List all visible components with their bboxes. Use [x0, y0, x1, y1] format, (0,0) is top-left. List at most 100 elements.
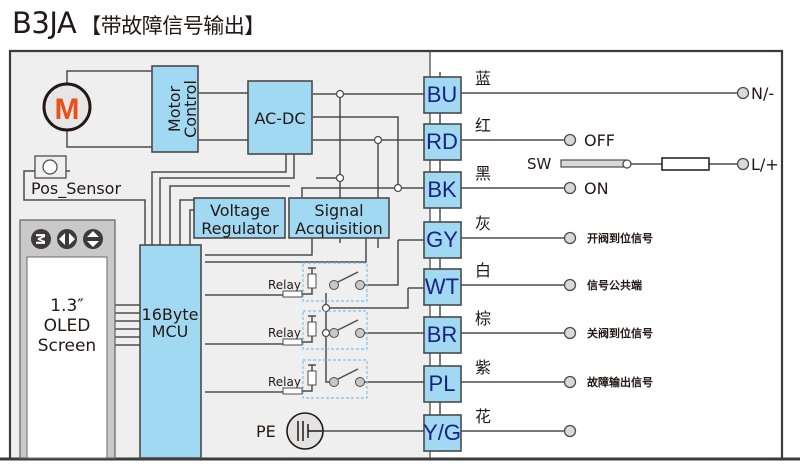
svg-text:M: M	[33, 233, 47, 245]
fuse-icon	[661, 157, 710, 171]
up-down-button-icon[interactable]	[83, 229, 103, 249]
terminal[interactable]	[563, 278, 577, 292]
wire-bu: BU 蓝 N/-	[423, 69, 774, 114]
pos-sensor-label: Pos_Sensor	[31, 179, 121, 199]
terminal[interactable]	[563, 181, 577, 195]
signal-acquisition-block	[288, 197, 390, 239]
wire-color-cn: 紫	[475, 358, 491, 377]
voltage-regulator-block	[193, 197, 286, 239]
relay-2: Relay	[268, 310, 368, 350]
terminal[interactable]	[736, 86, 750, 100]
terminal-label: OFF	[584, 131, 615, 150]
wire-rd: RD 红 OFF	[423, 116, 615, 161]
terminal-label: 关阀到位信号	[587, 326, 653, 340]
diagram-title: B3JA【带故障信号输出】	[12, 6, 265, 41]
motor-control-label-1: Motor	[165, 85, 184, 132]
oled-display: M 1.3″ OLED Screen	[19, 219, 116, 459]
wire-code-box	[423, 316, 462, 354]
wire-code-box	[423, 123, 462, 161]
wire-code-box	[423, 171, 462, 209]
relay-label: Relay	[268, 326, 301, 340]
wire-code: PL	[429, 371, 456, 396]
terminal[interactable]	[563, 133, 577, 147]
model-subtitle: 【带故障信号输出】	[80, 15, 265, 38]
pe-ground: PE	[256, 412, 324, 450]
wire-color-cn: 白	[475, 261, 491, 280]
relay-coil-icon	[307, 370, 317, 386]
relay-3: Relay	[268, 359, 368, 399]
ground-icon	[286, 412, 324, 450]
enclosure-border	[8, 49, 784, 458]
relay-1: Relay	[268, 262, 368, 302]
ac-dc-label: AC-DC	[254, 109, 305, 128]
mcu-block	[139, 244, 202, 459]
relay-label: Relay	[268, 278, 301, 292]
line-terminal[interactable]	[736, 157, 750, 171]
pe-label: PE	[256, 422, 276, 441]
wire-code-box	[423, 365, 462, 403]
left-right-button-icon[interactable]	[57, 229, 77, 249]
switch-lever[interactable]	[560, 159, 627, 168]
wire-color-cn: 黑	[475, 164, 491, 183]
terminal[interactable]	[563, 231, 577, 245]
wire-code: WT	[425, 274, 459, 299]
terminal-label: ON	[584, 179, 609, 198]
terminal-label: 故障输出信号	[587, 375, 653, 389]
relay-contact	[337, 271, 359, 283]
terminal[interactable]	[563, 375, 577, 389]
signal-acquisition-label-2: Acquisition	[295, 219, 383, 238]
motor: M	[42, 82, 92, 132]
wire-color-cn: 灰	[475, 214, 491, 233]
wire-color-cn: 蓝	[475, 69, 491, 88]
internal-wires	[23, 70, 441, 452]
terminal[interactable]	[563, 424, 577, 438]
wire-color-cn: 棕	[475, 309, 491, 328]
voltage-regulator-label-2: Regulator	[201, 219, 279, 238]
voltage-regulator-label-1: Voltage	[210, 201, 270, 220]
oled-label-1: 1.3″	[50, 296, 83, 316]
oled-label-3: Screen	[38, 336, 96, 356]
wire-code: BU	[427, 82, 458, 107]
wire-code-box	[423, 268, 462, 306]
wire-color-cn: 花	[475, 407, 491, 426]
terminal-label: 开阀到位信号	[587, 231, 653, 245]
relay-label: Relay	[268, 375, 301, 389]
relay-contact	[337, 319, 359, 331]
terminal-label: N/-	[751, 84, 774, 103]
motor-control-label-2: Control	[181, 80, 200, 138]
motor-control-block	[151, 65, 199, 153]
wire-bk: BK 黑 ON	[423, 164, 609, 209]
wire-code: BK	[427, 177, 457, 202]
line-terminal-label: L/+	[751, 155, 779, 174]
wire-code: BR	[427, 322, 458, 347]
motor-letter: M	[55, 93, 80, 126]
model-name: B3JA	[12, 6, 77, 40]
mcu-label-1: 16Byte	[142, 305, 199, 324]
oled-label-2: OLED	[44, 316, 91, 336]
junction-nodes	[321, 89, 403, 338]
wire-y-g: Y/G 花	[423, 407, 577, 452]
signal-acquisition-label-1: Signal	[314, 201, 363, 220]
mcu-label-2: MCU	[152, 322, 189, 341]
ac-dc-block	[247, 80, 313, 155]
wire-code-box	[423, 76, 462, 114]
switch-label: SW	[527, 155, 552, 173]
pos-sensor-icon	[42, 159, 58, 175]
wire-code-box	[423, 221, 462, 259]
terminal[interactable]	[563, 326, 577, 340]
wire-color-cn: 红	[475, 116, 491, 135]
wire-code: GY	[426, 227, 458, 252]
wire-code-box	[423, 414, 462, 452]
wire-code: RD	[426, 129, 458, 154]
relay-contact	[337, 368, 359, 380]
relay-coil-icon	[307, 273, 317, 289]
wire-code: Y/G	[423, 420, 461, 445]
terminal-label: 信号公共端	[587, 278, 642, 292]
menu-button-icon[interactable]: M	[31, 229, 51, 249]
